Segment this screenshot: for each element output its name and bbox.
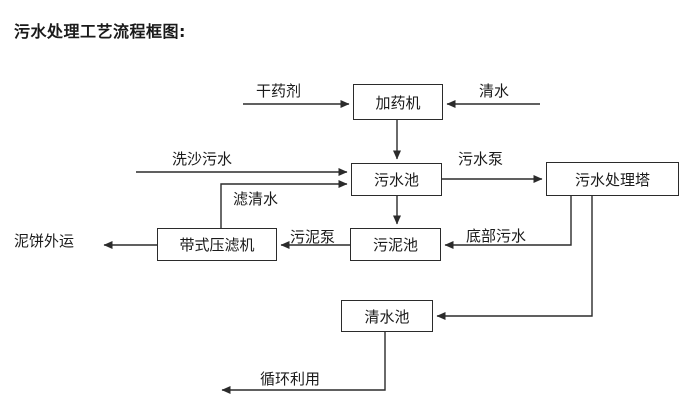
label-sewage-pump: 污水泵 [458,150,504,168]
node-treatment-tower-label: 污水处理塔 [574,170,650,189]
node-sludge-pool-label: 污泥池 [372,236,418,254]
label-dry-chemical: 干药剂 [256,82,302,100]
node-clear-water-pool-label: 清水池 [364,307,410,326]
label-recycle-use: 循环利用 [260,370,321,388]
node-belt-filter-press[interactable]: 带式压滤机 [157,228,277,261]
node-wastewater-pool-label: 污水池 [373,171,419,189]
edge-bottom-sewage-to-sludge-pool [444,196,572,249]
label-mud-cake-out: 泥饼外运 [14,232,75,250]
node-clear-water-pool[interactable]: 清水池 [341,300,433,332]
node-treatment-tower[interactable]: 污水处理塔 [546,162,679,196]
edge-clear-water-to-recycle [221,332,386,394]
node-wastewater-pool[interactable]: 污水池 [351,163,442,196]
label-sludge-pump: 污泥泵 [290,228,336,246]
label-clean-water: 清水 [479,82,510,100]
label-sand-wash-sewage: 洗沙污水 [172,150,233,168]
label-filtered-water: 滤清水 [233,190,279,208]
node-dosing-machine-label: 加药机 [375,93,421,112]
node-belt-filter-press-label: 带式压滤机 [179,236,255,254]
page-title: 污水处理工艺流程框图: [14,22,186,41]
edge-filtered-water-to-wastewater-pool [220,180,348,228]
edge-tower-to-clear-water-pool [436,196,593,320]
label-bottom-sewage: 底部污水 [466,227,527,245]
node-dosing-machine[interactable]: 加药机 [353,84,443,120]
node-sludge-pool[interactable]: 污泥池 [350,228,441,261]
